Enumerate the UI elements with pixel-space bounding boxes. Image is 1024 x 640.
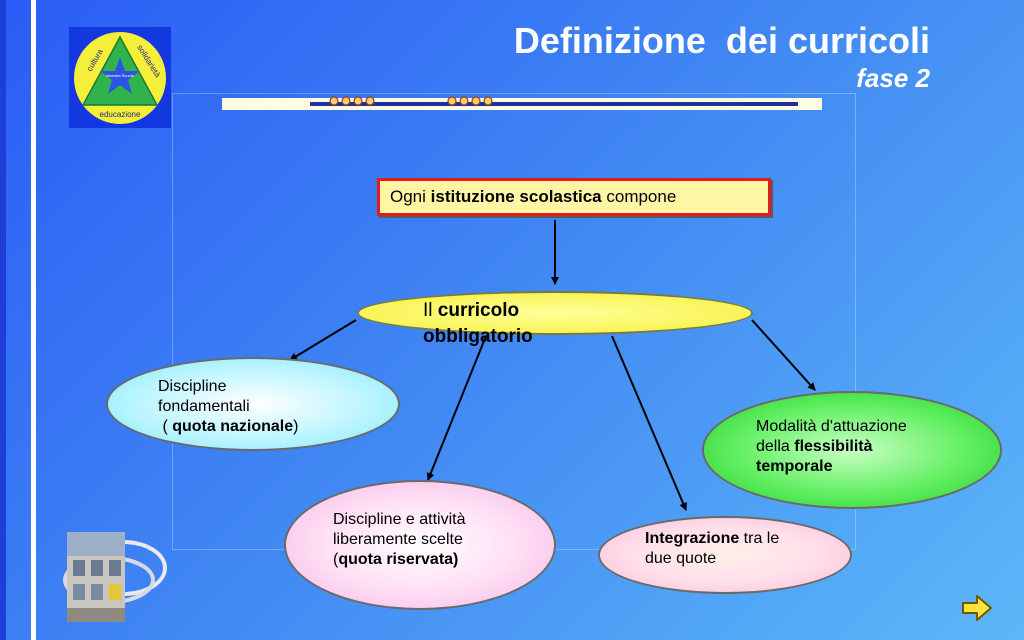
page-title: Definizione dei curricoli <box>513 20 930 61</box>
center-text-bold2: obbligatorio <box>423 326 533 347</box>
left-stripe <box>0 0 6 640</box>
arrow-center-to-left <box>289 319 357 361</box>
page-subtitle: fase 2 <box>856 63 930 93</box>
left-divider-line <box>31 0 36 640</box>
top-box: Ogni istituzione scolastica compone <box>377 178 771 216</box>
pink-text: Discipline e attività liberamente scelte… <box>333 510 466 570</box>
top-box-text-pre: Ogni <box>390 187 431 206</box>
arrow-center-to-pink <box>426 335 487 481</box>
left-text-pre3: ( <box>158 418 173 435</box>
left-text-line2: fondamentali <box>158 398 250 415</box>
coil-icon <box>329 96 375 106</box>
building-photo <box>63 518 167 628</box>
top-box-text-bold: istituzione scolastica <box>430 187 602 206</box>
pink-text-pre3: ( <box>333 551 339 568</box>
star-icon <box>100 57 140 94</box>
pink-text-line2: liberamente scelte <box>333 531 463 548</box>
pink-ellipse <box>284 480 556 610</box>
integration-text-line2: due quote <box>645 550 717 567</box>
coil-icon <box>447 96 493 106</box>
pink-text-bold3: quota riservata) <box>338 551 459 568</box>
logo: cultura solidarietà educazione Maestra S… <box>69 27 171 128</box>
integration-text: Integrazione tra le due quote <box>645 529 779 569</box>
green-text-pre2: della <box>756 438 795 455</box>
left-ellipse <box>106 357 400 451</box>
green-text-bold2: flessibilità <box>794 438 873 455</box>
center-text: Il curricolo obbligatorio <box>423 298 533 350</box>
green-text-line1: Modalità d'attuazione <box>756 418 907 435</box>
logo-bottom-text: educazione <box>100 110 141 119</box>
next-arrow-icon[interactable] <box>961 594 993 622</box>
pink-text-line1: Discipline e attività <box>333 511 466 528</box>
center-text-bold1: curricolo <box>437 300 520 321</box>
integration-text-bold1: Integrazione <box>645 530 740 547</box>
top-box-text-post: compone <box>601 187 677 206</box>
green-text: Modalità d'attuazione della flessibilità… <box>756 417 907 477</box>
decorative-bar <box>222 96 822 110</box>
center-ellipse <box>357 291 753 335</box>
logo-center-text: Maestra Scuola <box>106 73 135 78</box>
arrow-center-to-green <box>751 319 816 391</box>
arrow-center-to-pink2 <box>611 335 687 511</box>
left-text: Discipline fondamentali ( quota nazional… <box>158 377 298 437</box>
left-text-line1: Discipline <box>158 378 227 395</box>
green-ellipse <box>702 391 1002 509</box>
integration-text-post1: tra le <box>739 530 780 547</box>
left-text-post3: ) <box>293 418 299 435</box>
integration-ellipse <box>598 516 852 594</box>
center-text-pre: Il <box>423 300 438 321</box>
left-text-bold3: quota nazionale <box>172 418 294 435</box>
green-text-bold3: temporale <box>756 458 833 475</box>
